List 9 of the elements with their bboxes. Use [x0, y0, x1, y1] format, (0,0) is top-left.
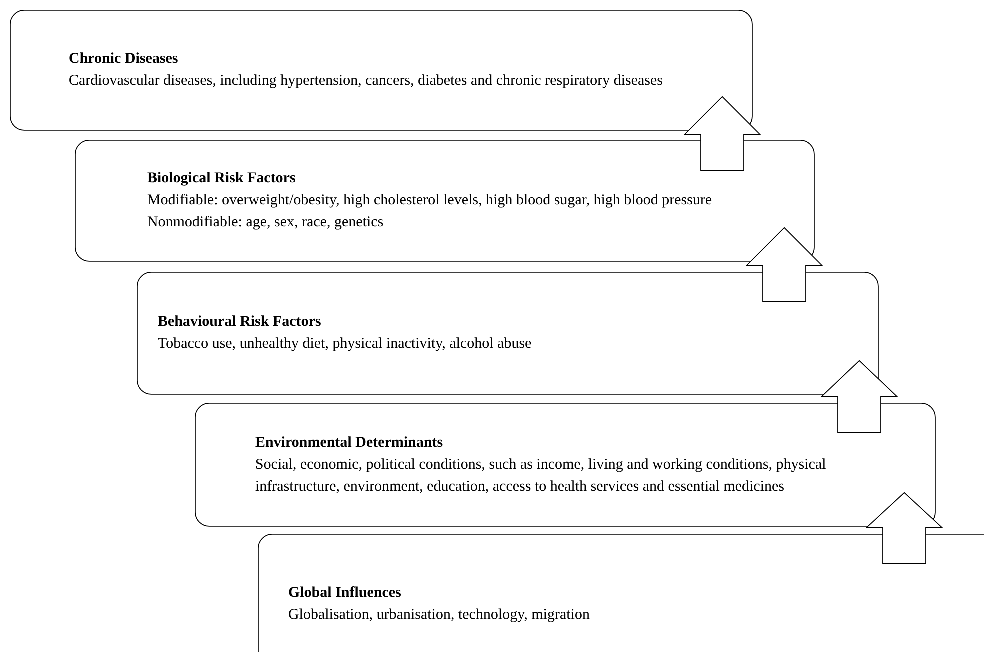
block-arrow [683, 96, 762, 172]
block-arrow [820, 360, 899, 434]
block-arrow [865, 492, 944, 564]
block-arrow [745, 227, 824, 302]
stage-box: Environmental Determinants Social, economic, political conditions, such as income, living and working conditions, physical infrastructure, environment, education, access to health services and essential medicines [195, 403, 936, 527]
stage-box: Global Influences Globalisation, urbanisation, technology, migration [258, 534, 984, 652]
stage-box: Chronic Diseases Cardiovascular diseases, including hypertension, cancers, diabetes and chronic respiratory diseases [10, 10, 753, 131]
stage-box: Behavioural Risk Factors Tobacco use, unhealthy diet, physical inactivity, alcohol abuse [137, 272, 879, 395]
stage-box: Biological Risk Factors Modifiable: overweight/obesity, high cholesterol levels, high blood sugar, high blood pressure Nonmodifiable: age, sex, race, genetics [75, 140, 815, 262]
